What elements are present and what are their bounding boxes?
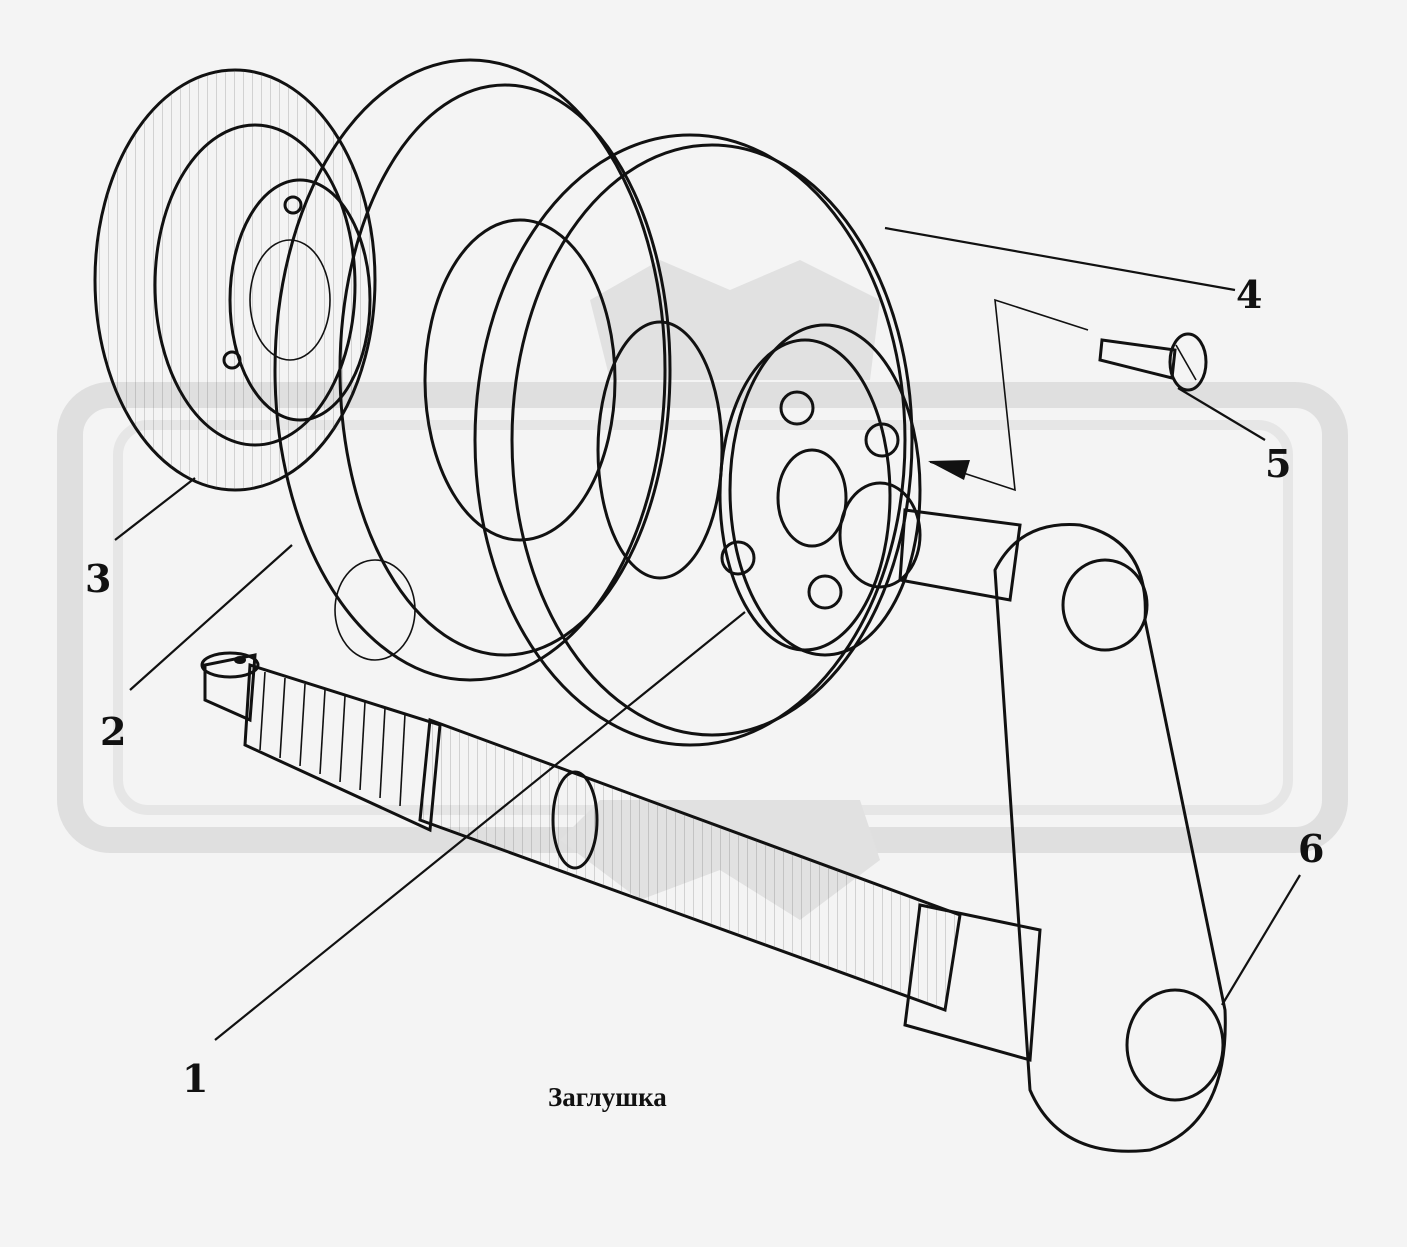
shaft-part-1: [200, 651, 1042, 1062]
callout-1: 1: [182, 1056, 208, 1101]
callout-4: 4: [1236, 272, 1262, 317]
crank-arm-part-6: [993, 523, 1227, 1153]
spindle-neck: [838, 481, 1022, 602]
hub-with-holes: [596, 320, 922, 657]
figure-caption: Заглушка: [548, 1082, 667, 1112]
screw-part-5: [1098, 332, 1208, 392]
callout-3: 3: [85, 556, 111, 601]
callout-5: 5: [1265, 441, 1291, 486]
large-disc-part-4: [473, 133, 914, 747]
grinding-wheel-part-2: [273, 58, 672, 682]
callout-6: 6: [1298, 826, 1324, 871]
rear-flange-part-3: [93, 68, 377, 492]
callout-2: 2: [100, 709, 126, 754]
assembly-arrow: [928, 298, 1089, 492]
leader-lines: [114, 226, 1301, 1041]
